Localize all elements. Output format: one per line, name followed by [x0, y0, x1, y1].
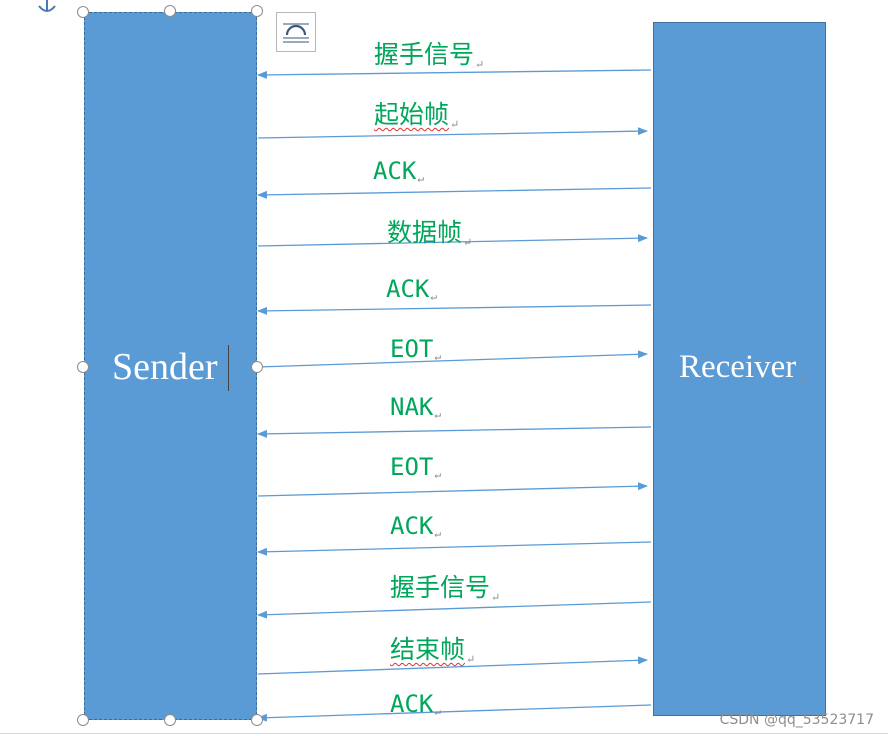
- message-arrow-6[interactable]: [257, 350, 648, 368]
- resize-handle-middle-right[interactable]: [251, 361, 263, 373]
- message-label-2: 起始帧↵: [374, 100, 460, 131]
- resize-handle-top-right[interactable]: [251, 5, 263, 17]
- watermark: CSDN @qq_53523717: [719, 712, 874, 728]
- message-label-8: EOT↵: [390, 453, 441, 481]
- message-arrow-1[interactable]: [257, 69, 652, 79]
- message-label-5: ACK↵: [386, 275, 437, 303]
- text-cursor: [228, 345, 229, 391]
- resize-handle-top-left[interactable]: [77, 6, 89, 18]
- resize-handle-top-middle[interactable]: [164, 5, 176, 17]
- resize-handle-middle-left[interactable]: [77, 361, 89, 373]
- message-arrow-12[interactable]: [257, 704, 652, 722]
- message-arrow-9[interactable]: [257, 541, 652, 556]
- resize-handle-bottom-left[interactable]: [77, 714, 89, 726]
- message-arrow-3[interactable]: [257, 187, 652, 199]
- message-label-10: 握手信号↵: [390, 573, 501, 604]
- message-label-9: ACK↵: [390, 512, 441, 540]
- receiver-label: Receiver↵: [679, 349, 807, 386]
- message-arrow-2[interactable]: [257, 127, 648, 139]
- message-arrow-10[interactable]: [257, 601, 652, 619]
- message-label-11: 结束帧↵: [390, 635, 476, 666]
- anchor-icon: [38, 0, 56, 12]
- message-arrow-11[interactable]: [257, 656, 648, 675]
- message-arrow-7[interactable]: [257, 426, 652, 438]
- message-label-3: ACK↵: [373, 157, 424, 185]
- message-label-12: ACK↵: [390, 690, 441, 718]
- message-label-6: EOT↵: [390, 335, 441, 363]
- message-label-7: NAK↵: [390, 393, 441, 421]
- resize-handle-bottom-right[interactable]: [251, 714, 263, 726]
- layout-options-icon[interactable]: [276, 12, 316, 52]
- message-arrow-5[interactable]: [257, 304, 652, 315]
- message-label-1: 握手信号↵: [374, 40, 485, 71]
- message-label-4: 数据帧↵: [387, 218, 473, 249]
- receiver-box[interactable]: [653, 22, 826, 716]
- message-arrow-8[interactable]: [257, 482, 648, 497]
- message-arrow-4[interactable]: [257, 234, 648, 247]
- sender-label: Sender↵: [112, 346, 228, 389]
- page-edge: [0, 733, 888, 734]
- resize-handle-bottom-middle[interactable]: [164, 714, 176, 726]
